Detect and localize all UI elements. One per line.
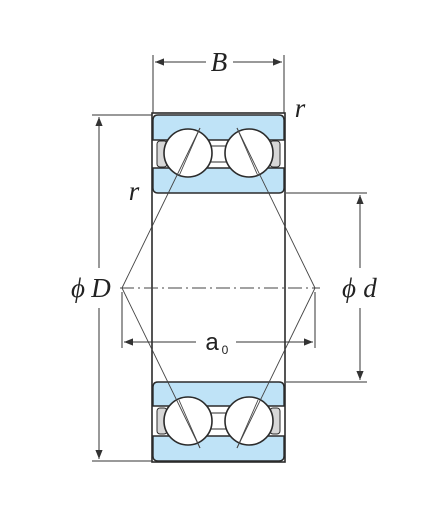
top-section — [152, 114, 285, 194]
bearing-outline — [151, 112, 286, 463]
load-center-subscript: 0 — [222, 343, 229, 357]
width-dimension — [152, 55, 285, 113]
load-center-dimension — [121, 292, 316, 348]
load-center-label: a — [205, 329, 219, 356]
bore-diameter-dimension — [286, 192, 367, 383]
bore-diameter-phi: ϕ — [342, 273, 356, 303]
bore-diameter-label: d — [363, 273, 377, 303]
chamfer-label-top: r — [295, 93, 306, 123]
outer-diameter-label: D — [90, 273, 111, 303]
outer-diameter-phi: ϕ — [71, 273, 85, 303]
contact-lines — [121, 127, 316, 449]
bottom-section — [152, 381, 285, 462]
outer-diameter-dimension — [92, 114, 152, 462]
width-label: B — [211, 47, 228, 77]
chamfer-label-left: r — [129, 176, 140, 206]
